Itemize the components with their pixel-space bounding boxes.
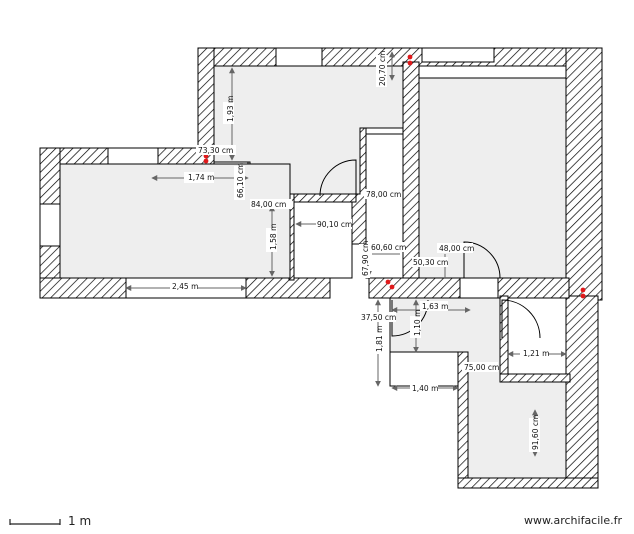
door-swing-3 (501, 299, 541, 339)
site-watermark[interactable]: www.archifacile.fr (524, 514, 623, 527)
dim-label: 1,74 m (188, 173, 214, 182)
dim-label: 1,10 m (413, 310, 422, 336)
dim-label: 1,93 m (226, 96, 235, 122)
dim-label: 67,90 cm (361, 241, 370, 276)
dim-label: 75,00 cm (464, 363, 499, 372)
marker (389, 284, 395, 290)
corridor-upper (365, 133, 404, 279)
red-markers (203, 54, 586, 299)
dim-label: 1,63 m (422, 302, 448, 311)
dim-label: 60,60 cm (371, 243, 406, 252)
dim-label: 1,21 m (523, 349, 549, 358)
dim-label: 73,30 cm (198, 146, 233, 155)
dim-label: 91,60 cm (531, 415, 540, 450)
dim-label: 66,10 cm (236, 163, 245, 198)
marker (385, 279, 391, 285)
scale-label: 1 m (68, 514, 92, 528)
marker (580, 293, 586, 299)
dim-label: 90,10 cm (317, 220, 352, 229)
corridor (293, 201, 353, 279)
dim-label: 1,58 m (269, 224, 278, 250)
dim-label: 20,70 cm (378, 51, 387, 86)
walls (39, 47, 603, 489)
marker (203, 158, 209, 164)
dim-label: 2,45 m (172, 282, 198, 291)
marker (407, 60, 413, 66)
dimension-labels: 20,70 cm 1,93 m 73,30 cm 1,74 m 66,10 cm… (170, 51, 549, 452)
closet (507, 297, 567, 375)
scale-bar (9, 519, 61, 525)
room-left (59, 163, 291, 279)
marker (580, 287, 586, 293)
passage (389, 351, 459, 387)
dim-label: 84,00 cm (251, 200, 286, 209)
dim-label: 1,81 m (375, 326, 384, 352)
dim-label: 50,30 cm (413, 258, 448, 267)
dim-label: 78,00 cm (366, 190, 401, 199)
dim-label: 1,40 m (412, 384, 438, 393)
marker (407, 54, 413, 60)
dim-label: 48,00 cm (439, 244, 474, 253)
rooms (59, 65, 567, 479)
door-swing-1 (319, 159, 357, 197)
door-swing-2 (463, 241, 501, 279)
dim-label: 37,50 cm (361, 313, 396, 322)
